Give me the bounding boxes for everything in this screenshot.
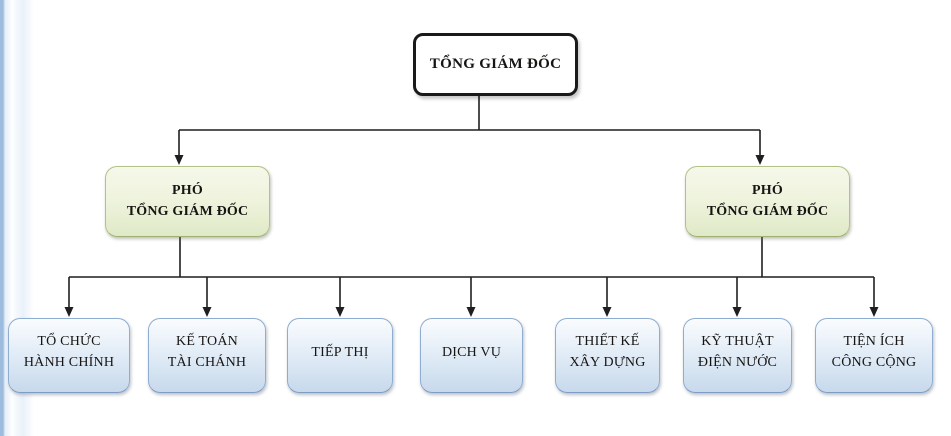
org-node-dept-label: TIẾP THỊ [311, 344, 369, 360]
org-node-general-director-label: TỔNG GIÁM ĐỐC [429, 56, 562, 72]
org-node-deputy-director-right-label: PHÓ TỔNG GIÁM ĐỐC [706, 183, 829, 219]
arrowhead-dept5 [602, 307, 612, 317]
org-node-dept-label: DỊCH VỤ [441, 344, 502, 360]
org-node-deputy-director-left: PHÓ TỔNG GIÁM ĐỐC [105, 166, 270, 237]
org-node-dept-accounting-finance: KẾ TOÁN TÀI CHÁNH [148, 318, 266, 393]
arrowhead-dept7 [869, 307, 879, 317]
arrowhead-dept3 [335, 307, 345, 317]
arrowhead-dept4 [466, 307, 476, 317]
arrowhead-deputy-right [755, 155, 765, 165]
org-node-dept-label: THIẾT KẾ XÂY DỰNG [569, 334, 646, 370]
org-node-dept-marketing: TIẾP THỊ [287, 318, 393, 393]
org-node-dept-organization-administration: TỔ CHỨC HÀNH CHÍNH [8, 318, 130, 393]
org-node-deputy-director-right: PHÓ TỔNG GIÁM ĐỐC [685, 166, 850, 237]
org-node-dept-electrical-water-engineering: KỸ THUẬT ĐIỆN NƯỚC [683, 318, 792, 393]
org-node-dept-label: TỔ CHỨC HÀNH CHÍNH [23, 334, 115, 370]
org-node-deputy-director-left-label: PHÓ TỔNG GIÁM ĐỐC [126, 183, 249, 219]
arrowhead-dept1 [64, 307, 74, 317]
org-node-dept-services: DỊCH VỤ [420, 318, 523, 393]
arrowhead-deputy-left [174, 155, 184, 165]
org-node-dept-construction-design: THIẾT KẾ XÂY DỰNG [555, 318, 660, 393]
org-node-dept-label: KẾ TOÁN TÀI CHÁNH [167, 334, 247, 370]
org-node-dept-label: KỸ THUẬT ĐIỆN NƯỚC [697, 334, 778, 370]
org-node-dept-public-utilities: TIỆN ÍCH CÔNG CỘNG [815, 318, 933, 393]
org-node-general-director: TỔNG GIÁM ĐỐC [413, 33, 578, 96]
arrowhead-dept6 [732, 307, 742, 317]
org-node-dept-label: TIỆN ÍCH CÔNG CỘNG [831, 334, 917, 370]
arrowhead-dept2 [202, 307, 212, 317]
